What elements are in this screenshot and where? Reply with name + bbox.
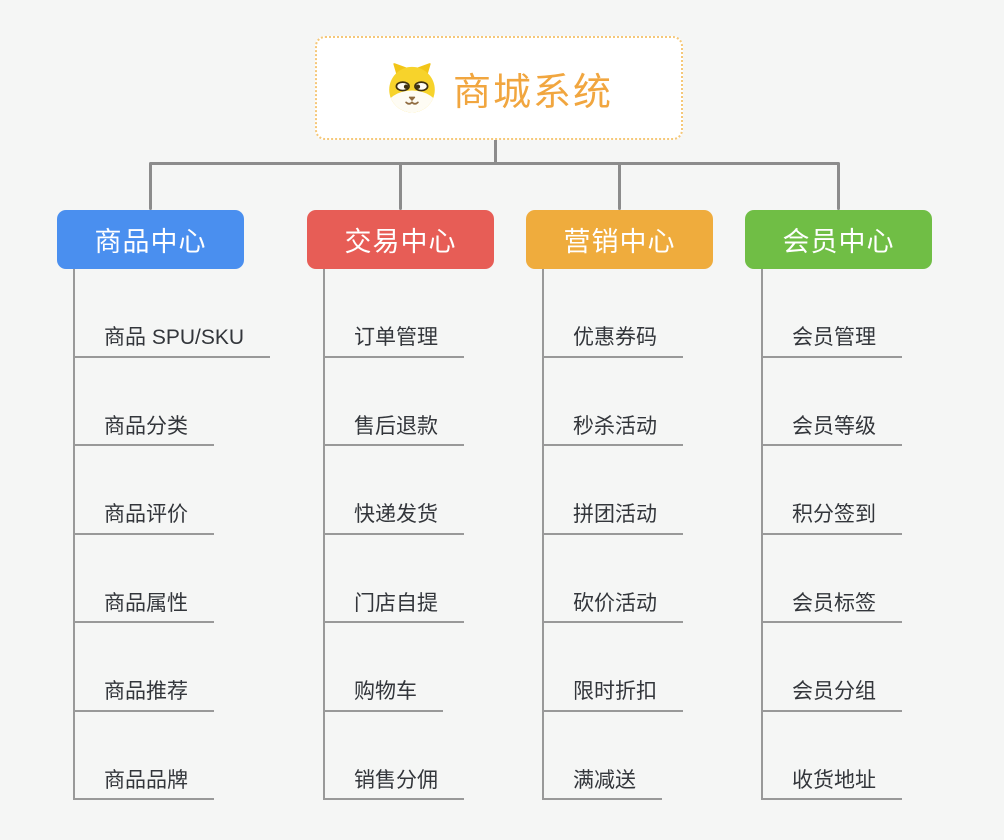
leaf-node-points-checkin[interactable]: 积分签到 [761, 503, 902, 535]
root-stem-line [494, 140, 497, 165]
leaf-row: 会员等级 [761, 358, 996, 446]
leaf-row: 拼团活动 [542, 446, 777, 535]
branch-node-marketing-center[interactable]: 营销中心 [526, 210, 713, 269]
leaf-node-product-category[interactable]: 商品分类 [73, 415, 214, 446]
leaf-row: 满减送 [542, 712, 777, 800]
drop-line-member-center [837, 163, 840, 210]
leaf-list-marketing-center: 优惠券码 秒杀活动 拼团活动 砍价活动 限时折扣 满减送 [542, 269, 777, 800]
leaf-node-bargain-activity[interactable]: 砍价活动 [542, 592, 683, 623]
leaf-row: 售后退款 [323, 358, 558, 446]
leaf-row: 销售分佣 [323, 712, 558, 800]
branch-rail-line [761, 269, 763, 800]
leaf-row: 积分签到 [761, 446, 996, 535]
leaf-row: 门店自提 [323, 535, 558, 623]
dog-face-icon [389, 63, 435, 113]
branch-node-member-center[interactable]: 会员中心 [745, 210, 932, 269]
leaf-row: 砍价活动 [542, 535, 777, 623]
drop-line-product-center [149, 163, 152, 210]
leaf-list-trade-center: 订单管理 售后退款 快递发货 门店自提 购物车 销售分佣 [323, 269, 558, 800]
leaf-node-member-level[interactable]: 会员等级 [761, 415, 902, 446]
leaf-node-member-management[interactable]: 会员管理 [761, 326, 902, 358]
leaf-row: 快递发货 [323, 446, 558, 535]
leaf-row: 限时折扣 [542, 623, 777, 712]
leaf-node-sales-commission[interactable]: 销售分佣 [323, 769, 464, 800]
branch-label: 商品中心 [94, 227, 207, 257]
branch-rail-line [73, 269, 75, 800]
leaf-node-aftersale-refund[interactable]: 售后退款 [323, 415, 464, 446]
drop-line-marketing-center [618, 163, 621, 210]
leaf-node-member-tag[interactable]: 会员标签 [761, 592, 902, 623]
root-node[interactable]: 商城系统 [315, 36, 683, 140]
root-title: 商城系统 [452, 71, 613, 114]
branch-group-product-center: 商品中心 商品 SPU/SKU 商品分类 商品评价 商品属性 商品推荐 商品品牌 [57, 210, 312, 802]
leaf-row: 订单管理 [323, 269, 558, 358]
leaf-node-limited-time-discount[interactable]: 限时折扣 [542, 680, 683, 712]
leaf-node-product-attribute[interactable]: 商品属性 [73, 592, 214, 623]
leaf-node-product-brand[interactable]: 商品品牌 [73, 769, 214, 800]
leaf-node-flash-sale[interactable]: 秒杀活动 [542, 415, 683, 446]
branch-label: 交易中心 [344, 227, 457, 257]
branch-rail-line [323, 269, 325, 800]
branch-group-member-center: 会员中心 会员管理 会员等级 积分签到 会员标签 会员分组 收货地址 [745, 210, 1000, 802]
leaf-row: 商品品牌 [73, 712, 308, 800]
leaf-row: 会员分组 [761, 623, 996, 712]
leaf-node-coupon-code[interactable]: 优惠券码 [542, 326, 683, 358]
leaf-node-store-pickup[interactable]: 门店自提 [323, 592, 464, 623]
leaf-node-member-group[interactable]: 会员分组 [761, 680, 902, 712]
branch-label: 会员中心 [782, 227, 895, 257]
leaf-row: 收货地址 [761, 712, 996, 800]
branch-group-trade-center: 交易中心 订单管理 售后退款 快递发货 门店自提 购物车 销售分佣 [307, 210, 562, 802]
drop-line-trade-center [399, 163, 402, 210]
branch-node-product-center[interactable]: 商品中心 [57, 210, 244, 269]
leaf-node-order-management[interactable]: 订单管理 [323, 326, 464, 358]
leaf-node-spend-and-save[interactable]: 满减送 [542, 769, 662, 800]
leaf-node-product-recommend[interactable]: 商品推荐 [73, 680, 214, 712]
leaf-row: 商品 SPU/SKU [73, 269, 308, 358]
leaf-node-group-buying[interactable]: 拼团活动 [542, 503, 683, 535]
leaf-row: 商品推荐 [73, 623, 308, 712]
leaf-row: 商品分类 [73, 358, 308, 446]
leaf-node-product-spu-sku[interactable]: 商品 SPU/SKU [73, 326, 271, 358]
branch-bus-line [149, 162, 840, 165]
leaf-node-express-delivery[interactable]: 快递发货 [323, 503, 464, 535]
leaf-row: 购物车 [323, 623, 558, 712]
leaf-node-product-review[interactable]: 商品评价 [73, 503, 214, 535]
leaf-row: 会员标签 [761, 535, 996, 623]
leaf-row: 会员管理 [761, 269, 996, 358]
leaf-row: 秒杀活动 [542, 358, 777, 446]
leaf-node-shipping-address[interactable]: 收货地址 [761, 769, 902, 800]
branch-group-marketing-center: 营销中心 优惠券码 秒杀活动 拼团活动 砍价活动 限时折扣 满减送 [526, 210, 781, 802]
leaf-row: 商品属性 [73, 535, 308, 623]
branch-rail-line [542, 269, 544, 800]
leaf-row: 优惠券码 [542, 269, 777, 358]
leaf-row: 商品评价 [73, 446, 308, 535]
branch-label: 营销中心 [563, 227, 676, 257]
leaf-list-product-center: 商品 SPU/SKU 商品分类 商品评价 商品属性 商品推荐 商品品牌 [73, 269, 308, 800]
leaf-list-member-center: 会员管理 会员等级 积分签到 会员标签 会员分组 收货地址 [761, 269, 996, 800]
branch-node-trade-center[interactable]: 交易中心 [307, 210, 494, 269]
leaf-node-shopping-cart[interactable]: 购物车 [323, 680, 443, 712]
